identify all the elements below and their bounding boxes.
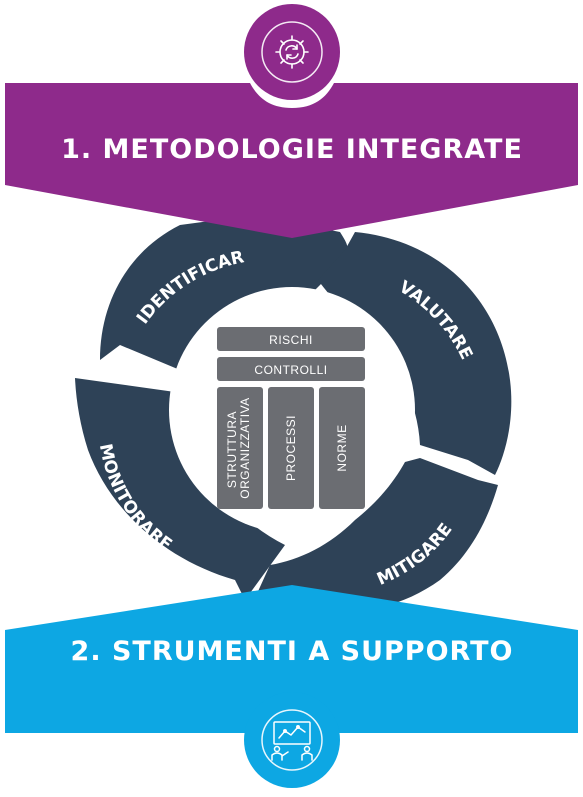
phase-segment-mitigare [255, 458, 498, 613]
norme-box [319, 387, 365, 509]
bottom-banner-title: 2. STRUMENTI A SUPPORTO [71, 636, 514, 667]
bottom-banner-shape [5, 585, 578, 733]
controlli-box [217, 357, 365, 381]
rischi-label: RISCHI [269, 333, 313, 347]
rischi-box [217, 327, 365, 351]
bottom-icon-badge [244, 692, 340, 788]
bottom-banner: 2. STRUMENTI A SUPPORTO [5, 585, 578, 733]
center-framework: RISCHI CONTROLLI STRUTTURA ORGANIZZATIVA… [217, 327, 365, 509]
top-icon-badge [244, 4, 340, 100]
phase-segment-identificare [100, 215, 348, 370]
gear-cycle-icon [275, 35, 309, 69]
norme-label: NORME [335, 424, 349, 471]
phase-segment-monitorare [75, 378, 285, 600]
top-banner: 1. METODOLOGIE INTEGRATE [5, 83, 578, 238]
struttura-label: STRUTTURA ORGANIZZATIVA [225, 397, 252, 498]
phase-segment-valutare [318, 232, 512, 475]
struttura-box [217, 387, 263, 509]
controlli-label: CONTROLLI [254, 363, 327, 377]
top-banner-title: 1. METODOLOGIE INTEGRATE [61, 134, 523, 165]
processi-box [268, 387, 314, 509]
top-banner-shape [5, 83, 578, 238]
presentation-board-icon [271, 721, 313, 761]
processi-label: PROCESSI [284, 415, 298, 481]
cycle-ring [75, 215, 512, 613]
